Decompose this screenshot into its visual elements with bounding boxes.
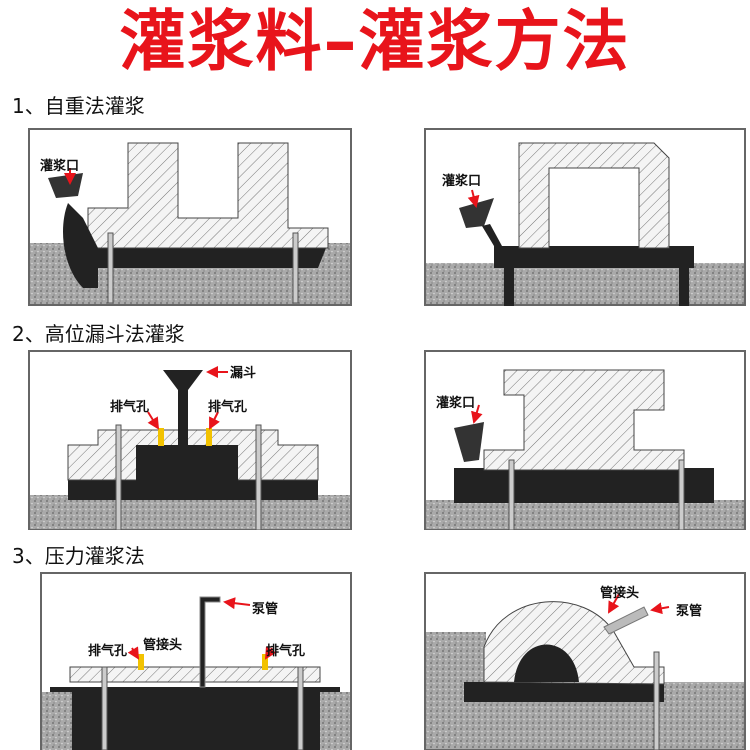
diagram-gravity-right: [424, 128, 746, 306]
diagram-funnel-left: [28, 350, 352, 530]
label-inlet: 灌浆口: [40, 159, 80, 174]
diagram-pressure-left: [40, 572, 352, 750]
diagram-funnel-right: [424, 350, 746, 530]
label-funnel: 漏斗: [230, 366, 257, 381]
section-heading-funnel: 2、高位漏斗法灌浆: [12, 322, 185, 346]
label-vent-right: 排气孔: [208, 400, 248, 415]
section-heading-gravity: 1、自重法灌浆: [12, 94, 145, 118]
section-heading-pressure: 3、压力灌浆法: [12, 544, 145, 568]
label-inlet: 灌浆口: [442, 174, 482, 189]
label-pump-pipe: 泵管: [252, 602, 279, 617]
label-pump-pipe: 泵管: [676, 604, 703, 619]
page-title: 灌浆料–灌浆方法: [119, 3, 631, 80]
label-vent-left: 排气孔: [88, 644, 128, 659]
label-pipe-joint: 管接头: [143, 638, 183, 653]
label-pipe-joint: 管接头: [600, 586, 640, 601]
diagram-pressure-right: [424, 572, 746, 750]
diagram-gravity-left: [28, 128, 352, 306]
label-inlet: 灌浆口: [436, 396, 476, 411]
label-vent-right: 排气孔: [266, 644, 306, 659]
label-vent-left: 排气孔: [110, 400, 150, 415]
